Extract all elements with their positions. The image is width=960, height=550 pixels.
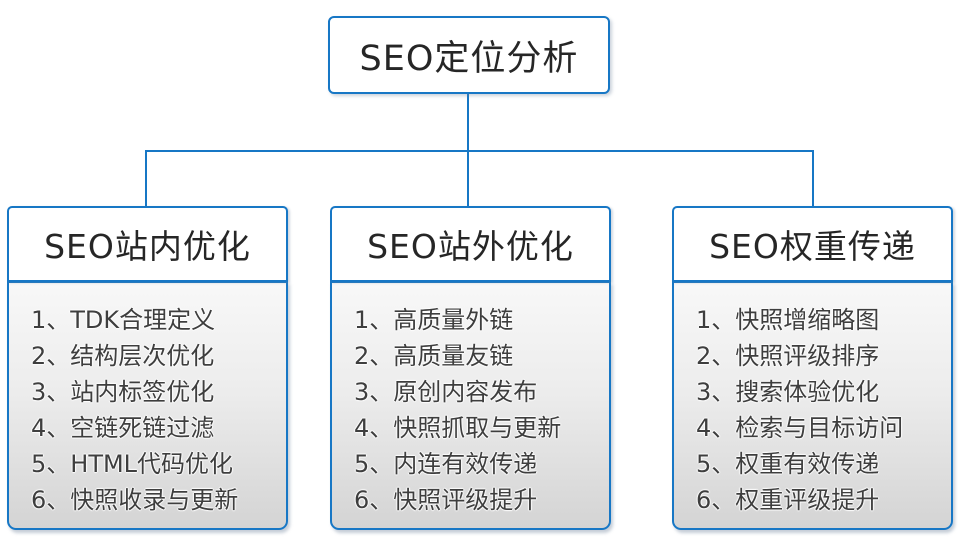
column-weight-transfer: SEO权重传递 1、快照增缩略图 2、快照评级排序 3、搜索体验优化 4、检索与…: [672, 206, 953, 530]
item-list: 1、TDK合理定义 2、结构层次优化 3、站内标签优化 4、空链死链过滤 5、H…: [7, 281, 288, 530]
column-header: SEO权重传递: [672, 206, 953, 282]
list-item: 5、HTML代码优化: [31, 450, 234, 478]
list-item: 2、结构层次优化: [31, 342, 215, 370]
column-title: SEO权重传递: [709, 227, 916, 266]
list-item: 3、站内标签优化: [31, 378, 215, 406]
column-header: SEO站外优化: [330, 206, 611, 282]
item-list: 1、高质量外链 2、高质量友链 3、原创内容发布 4、快照抓取与更新 5、内连有…: [330, 281, 611, 530]
column-title: SEO站内优化: [44, 227, 251, 266]
connector-cross-bar: [145, 150, 814, 152]
list-item: 1、高质量外链: [354, 306, 514, 334]
list-item: 6、快照收录与更新: [31, 486, 239, 514]
connector-drop-middle: [467, 150, 469, 207]
connector-drop-left: [145, 150, 147, 207]
list-item: 6、权重评级提升: [696, 486, 880, 514]
list-item: 3、原创内容发布: [354, 378, 538, 406]
root-title: SEO定位分析: [359, 38, 579, 79]
column-offsite-optimization: SEO站外优化 1、高质量外链 2、高质量友链 3、原创内容发布 4、快照抓取与…: [330, 206, 611, 530]
root-node: SEO定位分析: [328, 16, 610, 94]
column-title: SEO站外优化: [367, 227, 574, 266]
list-item: 4、检索与目标访问: [696, 414, 904, 442]
connector-root-stem: [467, 93, 469, 151]
list-item: 2、快照评级排序: [696, 342, 880, 370]
list-item: 3、搜索体验优化: [696, 378, 880, 406]
list-item: 1、快照增缩略图: [696, 306, 880, 334]
item-list: 1、快照增缩略图 2、快照评级排序 3、搜索体验优化 4、检索与目标访问 5、权…: [672, 281, 953, 530]
list-item: 5、内连有效传递: [354, 450, 538, 478]
list-item: 4、空链死链过滤: [31, 414, 215, 442]
list-item: 6、快照评级提升: [354, 486, 538, 514]
connector-drop-right: [812, 150, 814, 207]
list-item: 4、快照抓取与更新: [354, 414, 562, 442]
list-item: 5、权重有效传递: [696, 450, 880, 478]
column-onsite-optimization: SEO站内优化 1、TDK合理定义 2、结构层次优化 3、站内标签优化 4、空链…: [7, 206, 288, 530]
list-item: 2、高质量友链: [354, 342, 514, 370]
list-item: 1、TDK合理定义: [31, 306, 216, 334]
column-header: SEO站内优化: [7, 206, 288, 282]
